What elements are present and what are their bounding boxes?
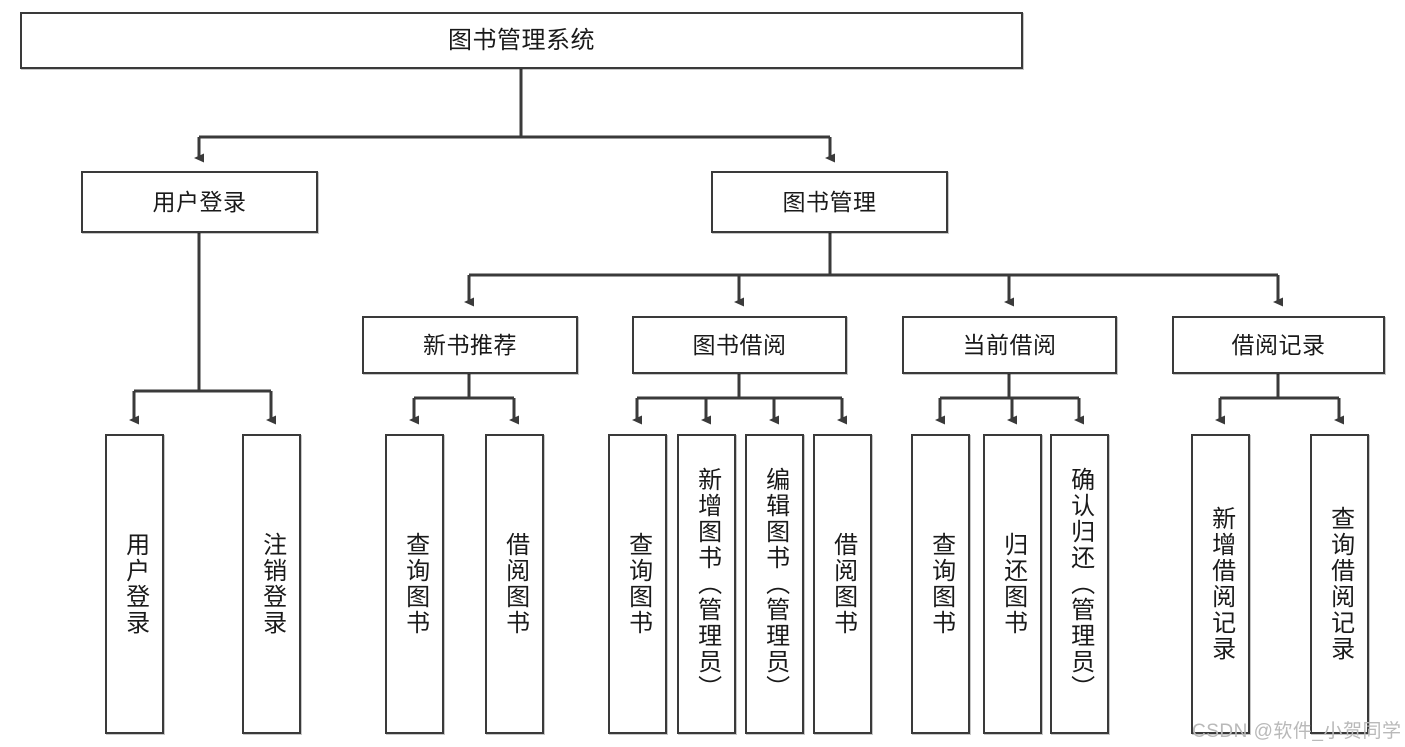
node-book-management-label: 图书管理 xyxy=(782,188,877,215)
node-book-borrow-label: 图书借阅 xyxy=(692,331,787,358)
node-new-book-recommend-label: 新书推荐 xyxy=(423,331,517,358)
leaf-borrow-book-newbook-label: 借阅图书 xyxy=(501,532,529,636)
node-user-login[interactable]: 用户登录 xyxy=(81,171,318,233)
node-book-management[interactable]: 图书管理 xyxy=(711,171,948,233)
leaf-logout-label: 注销登录 xyxy=(258,532,286,636)
node-borrow-record[interactable]: 借阅记录 xyxy=(1172,316,1385,374)
csdn-watermark: CSDN @软件_小贺同学 xyxy=(1192,721,1402,742)
node-root[interactable]: 图书管理系统 xyxy=(20,12,1023,69)
node-user-login-label: 用户登录 xyxy=(152,188,247,215)
leaf-edit-book-admin-label: 编辑图书（管理员） xyxy=(761,467,789,701)
leaf-add-borrow-record-label: 新增借阅记录 xyxy=(1207,506,1235,662)
leaf-query-book-newbook[interactable]: 查询图书 xyxy=(385,434,444,734)
leaf-borrow-book-label: 借阅图书 xyxy=(829,532,857,636)
node-book-borrow[interactable]: 图书借阅 xyxy=(632,316,847,374)
leaf-borrow-book-newbook[interactable]: 借阅图书 xyxy=(485,434,544,734)
node-new-book-recommend[interactable]: 新书推荐 xyxy=(362,316,578,374)
leaf-add-borrow-record[interactable]: 新增借阅记录 xyxy=(1191,434,1250,734)
node-current-borrow[interactable]: 当前借阅 xyxy=(902,316,1117,374)
leaf-query-borrow-record[interactable]: 查询借阅记录 xyxy=(1310,434,1369,734)
leaf-return-book[interactable]: 归还图书 xyxy=(983,434,1042,734)
leaf-query-book-current[interactable]: 查询图书 xyxy=(911,434,970,734)
leaf-user-login-label: 用户登录 xyxy=(121,532,149,636)
leaf-borrow-book[interactable]: 借阅图书 xyxy=(813,434,872,734)
leaf-return-book-label: 归还图书 xyxy=(999,532,1027,636)
leaf-query-book-borrow[interactable]: 查询图书 xyxy=(608,434,667,734)
leaf-add-book-admin[interactable]: 新增图书（管理员） xyxy=(677,434,736,734)
leaf-logout[interactable]: 注销登录 xyxy=(242,434,301,734)
leaf-edit-book-admin[interactable]: 编辑图书（管理员） xyxy=(745,434,804,734)
leaf-user-login[interactable]: 用户登录 xyxy=(105,434,164,734)
leaf-query-borrow-record-label: 查询借阅记录 xyxy=(1326,506,1354,662)
node-root-label: 图书管理系统 xyxy=(448,26,595,54)
leaf-confirm-return-admin-label: 确认归还（管理员） xyxy=(1066,467,1094,701)
leaf-query-book-newbook-label: 查询图书 xyxy=(401,532,429,636)
leaf-query-book-borrow-label: 查询图书 xyxy=(624,532,652,636)
leaf-query-book-current-label: 查询图书 xyxy=(927,532,955,636)
leaf-confirm-return-admin[interactable]: 确认归还（管理员） xyxy=(1050,434,1109,734)
node-current-borrow-label: 当前借阅 xyxy=(962,331,1057,358)
node-borrow-record-label: 借阅记录 xyxy=(1231,331,1326,358)
leaf-add-book-admin-label: 新增图书（管理员） xyxy=(693,467,721,701)
